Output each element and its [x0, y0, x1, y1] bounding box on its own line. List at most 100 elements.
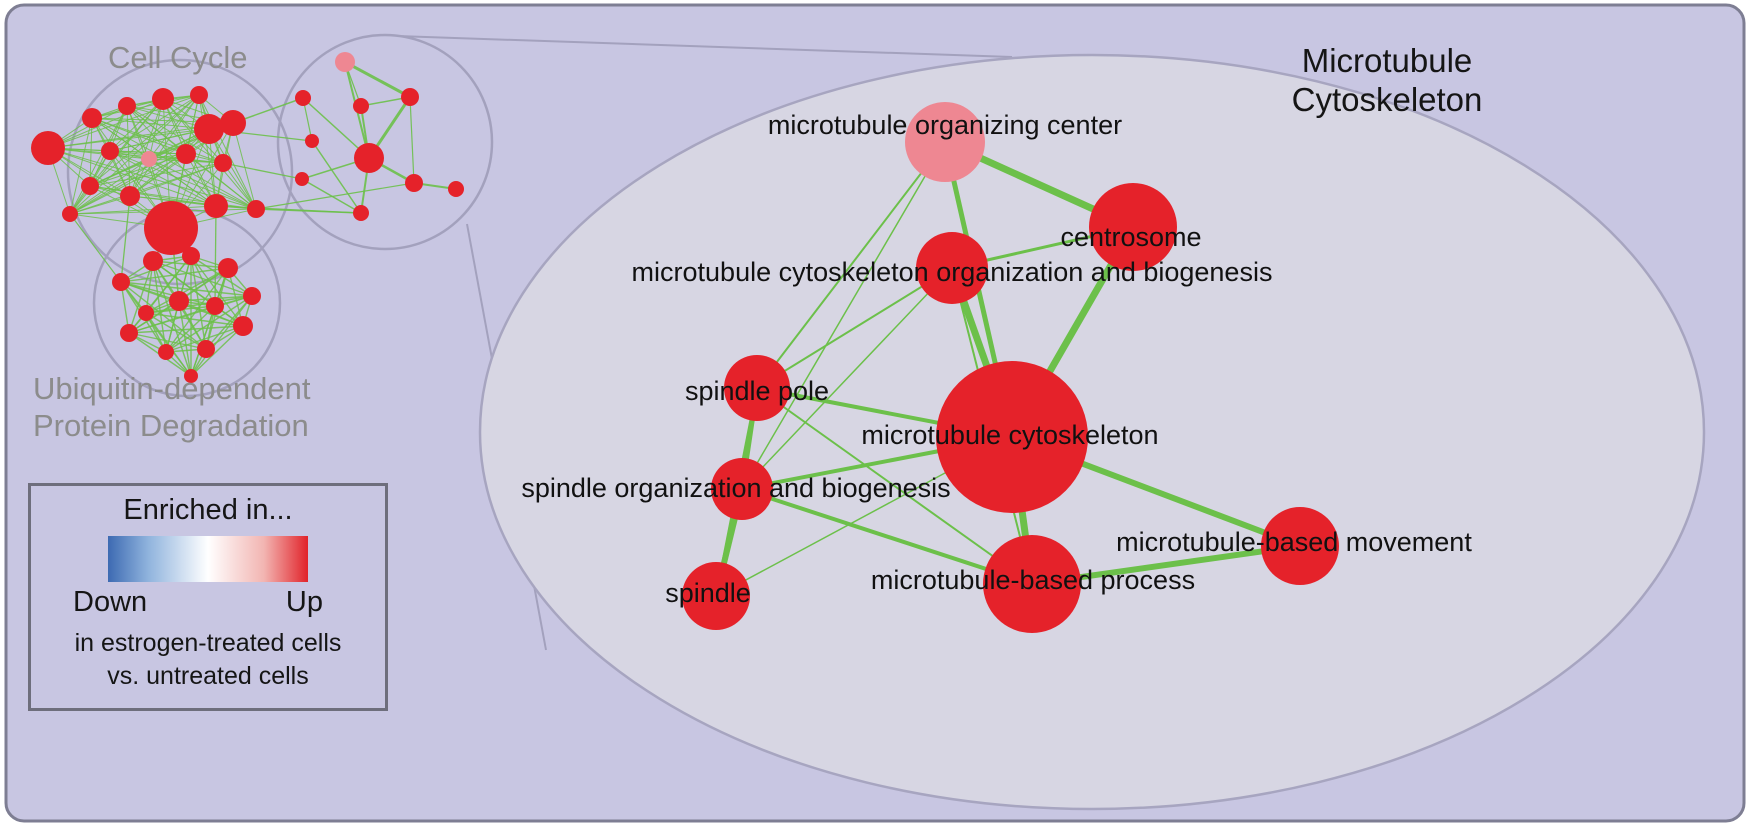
mini-node	[120, 186, 140, 206]
mini-edge	[89, 94, 200, 187]
microtubule-mini-circle	[276, 33, 494, 251]
node-orgbio	[916, 232, 988, 304]
mini-node	[305, 134, 319, 148]
mini-node	[295, 172, 309, 186]
node-spindle-pole	[724, 355, 790, 421]
mini-node	[118, 97, 136, 115]
mini-edge	[89, 153, 187, 187]
mini-node	[143, 251, 163, 271]
mini-node	[206, 297, 224, 315]
mini-node	[204, 194, 228, 218]
mini-edge	[69, 213, 122, 283]
mini-edge	[129, 94, 200, 197]
mini-edge	[344, 60, 411, 99]
mini-edge	[152, 260, 192, 377]
mini-node	[138, 305, 154, 321]
cell-cycle-cluster-label: Cell Cycle	[108, 40, 248, 75]
mini-edge	[205, 295, 253, 350]
mini-node	[31, 131, 65, 165]
enrichment-gradient-bar	[108, 536, 308, 582]
node-label-moc: microtubule organizing center	[768, 110, 1122, 140]
mini-edge	[128, 260, 154, 334]
mini-edge	[162, 98, 224, 164]
node-label-mt-process: microtubule-based process	[871, 565, 1195, 595]
mini-edge	[148, 94, 200, 160]
mini-node	[220, 110, 246, 136]
mini-node	[233, 316, 253, 336]
node-centrosome	[1089, 183, 1177, 271]
mini-edge	[69, 153, 187, 215]
mini-edge	[129, 153, 187, 197]
ubiquitin-label-line1: Ubiquitin-dependent	[33, 371, 311, 406]
mini-edge	[109, 128, 210, 152]
mini-node	[218, 258, 238, 278]
mini-node	[82, 108, 102, 128]
mini-edge	[165, 267, 229, 353]
legend-title: Enriched in...	[123, 494, 293, 526]
node-mt-movement	[1261, 507, 1339, 585]
mini-node	[353, 98, 369, 114]
mini-edge	[69, 195, 131, 215]
ubiquitin-cluster-label: Ubiquitin-dependent Protein Degradation	[33, 370, 311, 444]
node-label-mt-movement: microtubule-based movement	[1116, 527, 1472, 557]
legend-caption: in estrogen-treated cells vs. untreated …	[31, 627, 385, 692]
legend: Enriched in... Down Up in estrogen-treat…	[28, 483, 388, 711]
mini-node	[448, 181, 464, 197]
mini-edge	[128, 305, 216, 334]
mini-node	[401, 88, 419, 106]
mini-edge	[109, 150, 217, 207]
mini-edge	[178, 300, 192, 377]
mini-node	[243, 287, 261, 305]
node-moc	[905, 102, 985, 182]
mini-edge	[69, 205, 217, 215]
mini-edge	[215, 205, 362, 214]
mini-node	[353, 205, 369, 221]
mini-node	[335, 52, 355, 72]
legend-up-label: Up	[285, 586, 323, 618]
mini-edge	[185, 153, 257, 210]
mini-node	[182, 247, 200, 265]
mini-edge	[109, 150, 257, 210]
edge-moc--spindle-org	[741, 141, 946, 490]
mini-edge	[120, 267, 229, 283]
mini-edge	[89, 158, 150, 187]
mini-edge	[145, 255, 192, 314]
mini-node	[152, 88, 174, 110]
mini-edge	[47, 94, 200, 149]
mini-node	[184, 369, 198, 383]
mini-edge	[89, 185, 257, 210]
mini-node	[214, 154, 232, 172]
ubiquitin-label-line2: Protein Degradation	[33, 408, 309, 444]
node-spindle-org	[711, 458, 773, 520]
edge-orgbio--spindle-org	[741, 267, 953, 490]
edge-moc--spindle-pole	[756, 141, 946, 389]
node-label-spindle-pole: spindle pole	[685, 376, 829, 406]
mini-edge	[69, 117, 93, 215]
mini-node	[295, 90, 311, 106]
mini-node	[197, 340, 215, 358]
edge-spindle-org--mt-process	[741, 487, 1033, 586]
mini-edge	[145, 312, 244, 327]
legend-caption-line2: vs. untreated cells	[107, 661, 309, 690]
mini-edge	[311, 140, 362, 214]
mini-edge	[126, 105, 224, 164]
microtubule-cytoskeleton-title: Microtubule Cytoskeleton	[1252, 42, 1522, 120]
mini-edge	[145, 267, 229, 314]
mini-edge	[145, 312, 207, 350]
node-label-orgbio: microtubule cytoskeleton organization an…	[632, 257, 1273, 287]
node-label-spindle: spindle	[665, 578, 751, 608]
mini-edge	[69, 162, 224, 215]
magnified-view-ellipse	[478, 53, 1706, 811]
mini-edge	[165, 325, 244, 353]
mini-edge	[120, 281, 253, 297]
magnifier-line-1	[396, 35, 1013, 58]
mini-node	[120, 324, 138, 342]
mini-edge	[208, 128, 257, 210]
mini-edge	[255, 182, 415, 210]
cell-cycle-circle	[66, 58, 294, 286]
mini-edge	[69, 105, 128, 215]
node-mt-cytoskeleton	[936, 361, 1088, 513]
legend-caption-line1: in estrogen-treated cells	[74, 629, 342, 657]
